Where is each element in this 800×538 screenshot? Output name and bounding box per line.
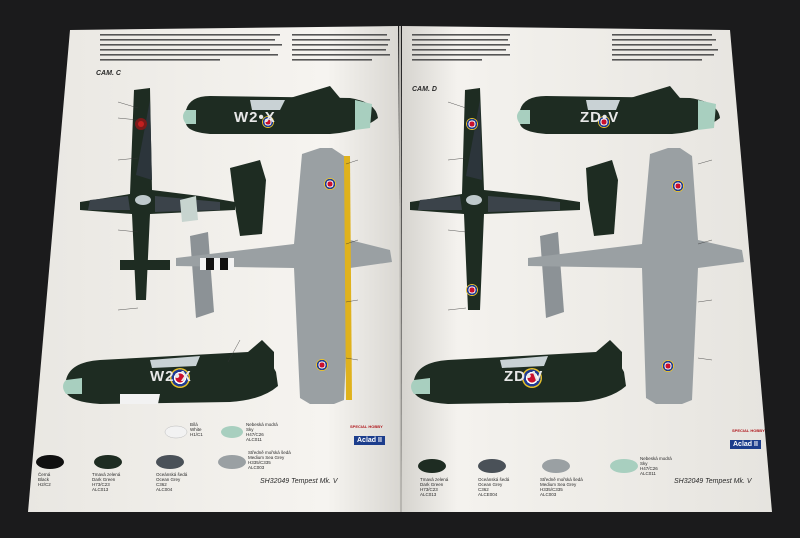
right-side-profile-bottom	[411, 340, 626, 404]
right-top-aircraft-code: ZD•V	[580, 109, 620, 126]
left-small-grey-part	[190, 232, 214, 318]
left-swatches	[36, 425, 246, 469]
left-top-view-aircraft	[80, 88, 235, 300]
left-product-title: SH32049 Tempest Mk. V	[260, 478, 338, 485]
left-bottom-aircraft-code: W2•X	[150, 368, 192, 385]
left-side-tail-part	[230, 160, 266, 236]
right-top-view-aircraft	[410, 88, 580, 310]
left-top-aircraft-code: W2•X	[234, 109, 276, 126]
right-underside-view	[528, 148, 744, 404]
left-brand-text: SPECIAL HOBBY	[350, 424, 383, 429]
left-sky-band	[180, 196, 198, 222]
right-product-title: SH32049 Tempest Mk. V	[674, 478, 752, 485]
left-side-profile-bottom	[63, 340, 278, 404]
right-camo-label: CAM. D	[412, 86, 437, 93]
right-brand-logo: Aclad II	[730, 440, 761, 449]
right-bottom-aircraft-code: ZD•V	[504, 368, 544, 385]
left-brand-logo: Aclad II	[354, 436, 385, 445]
left-header-text	[100, 34, 390, 61]
left-callout-lines	[117, 101, 359, 363]
right-side-profile-top	[517, 86, 720, 134]
left-camo-label: CAM. C	[96, 70, 121, 77]
right-header-text	[412, 34, 718, 61]
left-underside-view	[176, 148, 392, 404]
center-fold	[399, 25, 402, 513]
right-side-tail-part	[586, 160, 618, 236]
right-callout-lines	[447, 101, 713, 361]
right-small-grey-part	[540, 232, 564, 318]
right-swatches	[418, 459, 638, 473]
left-side-profile-top	[183, 86, 378, 134]
right-brand-text: SPECIAL HOBBY	[732, 428, 765, 433]
